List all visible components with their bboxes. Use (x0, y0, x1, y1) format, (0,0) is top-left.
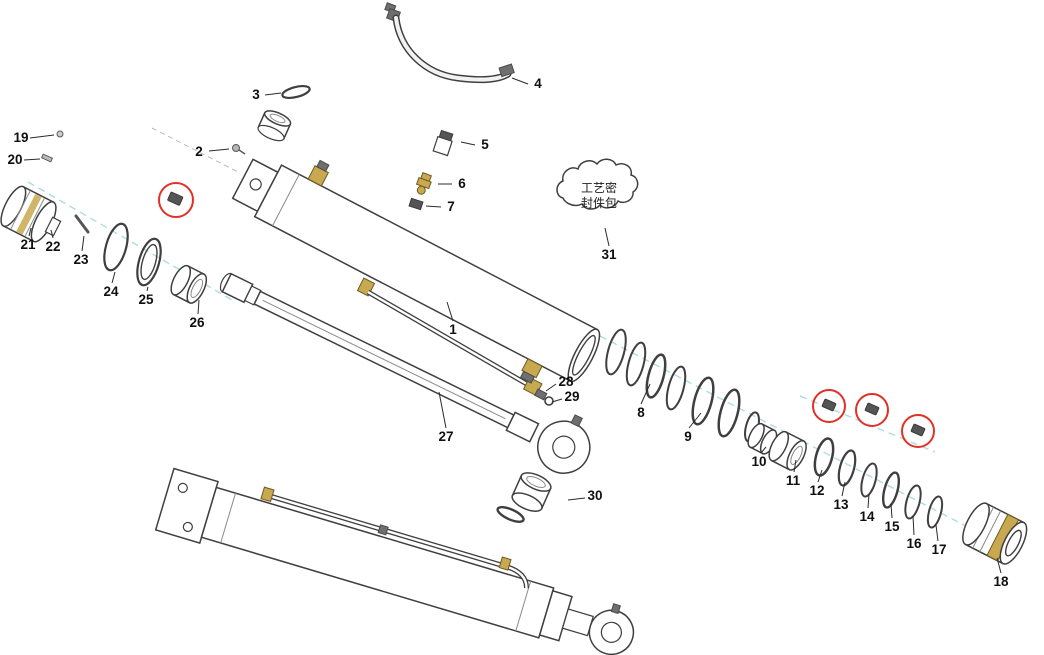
seal-callout-right-2 (855, 393, 889, 427)
part-14-seal-ring (860, 462, 878, 498)
pipe-fitting (498, 556, 512, 571)
part-5-plug (432, 129, 454, 157)
part-label-4: 4 (534, 76, 542, 91)
seal-callout-right-1 (812, 389, 846, 423)
part-label-16: 16 (906, 536, 922, 551)
part-label-25: 25 (138, 292, 154, 307)
cloud-text-line1: 工艺密 (581, 180, 617, 195)
part-23-pin (74, 214, 90, 234)
part-label-24: 24 (103, 284, 119, 299)
seal-callout-right-3 (901, 414, 935, 448)
part-13-seal-ring (837, 449, 857, 487)
part-label-13: 13 (833, 497, 849, 512)
part-label-22: 22 (45, 239, 60, 254)
cloud-text-line2: 封件包 (581, 196, 617, 210)
part-label-12: 12 (809, 483, 824, 498)
part-label-28: 28 (558, 374, 574, 389)
part-16-seal-ring (904, 484, 922, 520)
leader-lines (23, 77, 1002, 574)
cap-seal-ring (496, 505, 525, 523)
guide-line-right-axis (599, 335, 1017, 553)
part-11-bushing (768, 430, 807, 471)
part-label-10: 10 (751, 454, 766, 469)
part-label-20: 20 (7, 152, 22, 167)
cloud-shape (556, 158, 639, 210)
part-17-seal-ring (926, 495, 944, 529)
part-label-18: 18 (993, 574, 1009, 589)
part-26-bushing (170, 264, 208, 304)
part-30-cap-bushing (496, 472, 552, 523)
part-27-piston-rod (219, 272, 591, 474)
part-24-seal-ring (103, 222, 129, 272)
part-21-piston (0, 185, 62, 243)
part-22-piston-end (44, 216, 62, 237)
part-label-19: 19 (13, 130, 28, 145)
part-31-seal-kit-cloud: 工艺密 封件包 (556, 158, 639, 210)
part-20-pin (40, 153, 54, 163)
part-label-30: 30 (587, 488, 602, 503)
part-label-9: 9 (684, 429, 692, 444)
part-label-7: 7 (447, 199, 455, 214)
seal-callout-left (158, 182, 194, 218)
part-label-21: 21 (20, 237, 36, 252)
part-25-seal-ring (136, 237, 162, 287)
part-label-26: 26 (189, 315, 205, 330)
part-10-bushing (747, 422, 778, 455)
part-label-31: 31 (601, 247, 617, 262)
part-number-labels: 1 2 3 4 5 6 7 8 9 10 11 12 13 14 15 16 1… (7, 76, 1009, 589)
assembled-cylinder-bottom (154, 467, 635, 655)
part-label-1: 1 (449, 322, 457, 337)
part-12-seal-ring (813, 437, 835, 477)
part-1-cylinder-barrel (231, 158, 601, 384)
part-label-29: 29 (564, 389, 579, 404)
part-8-seal-rings (605, 328, 687, 411)
part-head-cap (257, 110, 292, 142)
part-3-o-ring (281, 84, 311, 100)
guide-line-top (151, 127, 241, 174)
part-2-screw (232, 144, 246, 155)
part-18-gland (962, 502, 1028, 565)
part-7-nut (408, 197, 424, 211)
part-label-17: 17 (931, 542, 946, 557)
part-19-ball (56, 130, 64, 138)
part-label-5: 5 (481, 137, 489, 152)
part-label-27: 27 (438, 429, 453, 444)
part-label-2: 2 (195, 144, 203, 159)
part-label-11: 11 (786, 473, 801, 488)
part-label-8: 8 (637, 405, 645, 420)
part-6-fitting (415, 172, 432, 195)
part-label-14: 14 (859, 509, 875, 524)
part-29-washer (544, 396, 554, 406)
part-label-23: 23 (73, 252, 89, 267)
piston-seal-band (16, 193, 42, 235)
part-label-3: 3 (252, 87, 260, 102)
pipe-fitting (260, 486, 275, 503)
part-4-hose (384, 2, 515, 84)
part-label-6: 6 (458, 176, 466, 191)
part-15-seal-ring (881, 471, 901, 509)
part-label-15: 15 (884, 519, 900, 534)
